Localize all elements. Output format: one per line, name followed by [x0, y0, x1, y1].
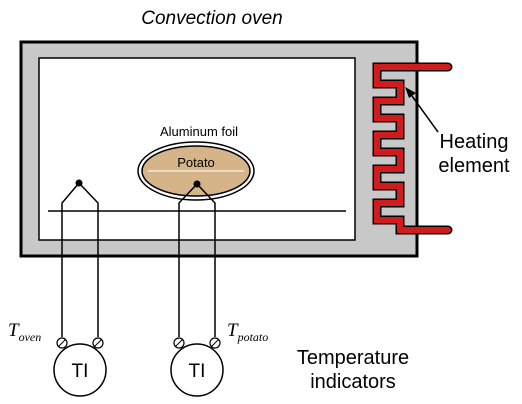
indicator-potato-tag: TI: [189, 361, 206, 382]
heating-label-line1: Heating: [440, 131, 509, 153]
oven-thermocouple: [61, 179, 99, 337]
foil-label: Aluminum foil: [160, 124, 238, 139]
heating-element: [372, 62, 453, 235]
potato-thermocouple: [178, 180, 216, 337]
t-oven-main: T: [8, 320, 20, 341]
indicator-oven-tag: TI: [72, 361, 89, 382]
heating-arrow: [405, 87, 439, 133]
diagram-title: Convection oven: [141, 8, 283, 29]
t-potato-label: Tpotato: [227, 320, 268, 344]
t-potato-main: T: [227, 320, 239, 341]
indicators-label-line2: indicators: [310, 371, 396, 393]
potato-label: Potato: [177, 155, 215, 170]
temperature-indicator-oven: [53, 337, 107, 397]
foil-wrapped-potato: [137, 141, 255, 201]
t-potato-sub: potato: [237, 330, 269, 344]
heating-label-line2: element: [438, 155, 510, 177]
t-oven-sub: oven: [19, 330, 42, 344]
temperature-indicator-potato: [170, 337, 224, 397]
t-oven-label: Toven: [8, 320, 41, 344]
indicators-label-line1: Temperature: [297, 347, 409, 369]
